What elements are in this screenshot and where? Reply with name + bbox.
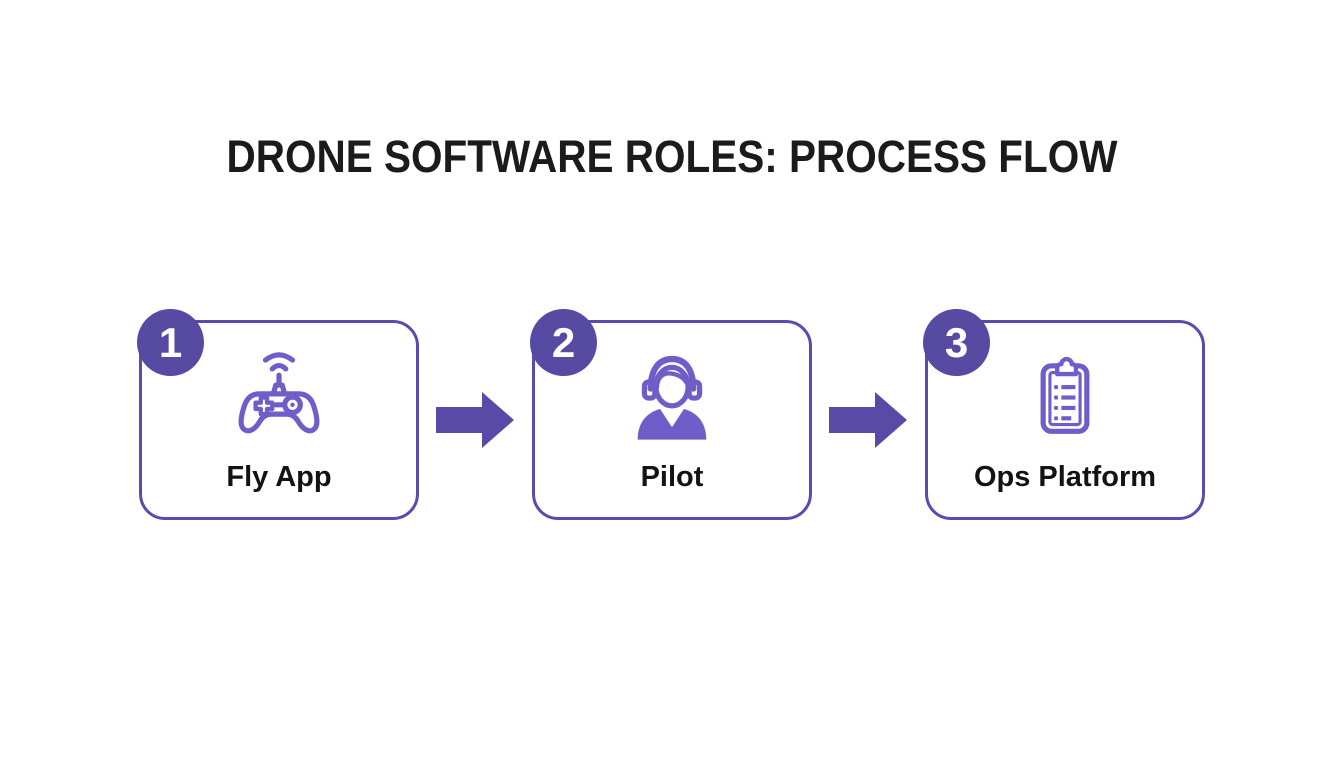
flow-arrow-icon — [812, 320, 925, 520]
step-1-number-badge: 1 — [137, 309, 204, 376]
step-number: 3 — [944, 318, 969, 366]
step-2-number-badge: 2 — [530, 309, 597, 376]
flow-arrow-icon — [419, 320, 532, 520]
step-3-number-badge: 3 — [923, 309, 990, 376]
step-number: 2 — [551, 318, 576, 366]
step-label: Ops Platform — [973, 461, 1157, 493]
page-title: DRONE SOFTWARE ROLES: PROCESS FLOW — [226, 131, 1118, 182]
pilot-headset-icon — [617, 343, 727, 451]
flow-row: 1 Fly App — [137, 309, 1205, 520]
step-label: Pilot — [640, 461, 704, 493]
game-controller-icon — [224, 343, 334, 451]
clipboard-checklist-icon — [1010, 343, 1120, 451]
step-card-pilot: 2 Pilot — [530, 309, 812, 520]
step-number: 1 — [158, 318, 183, 366]
step-card-fly-app: 1 Fly App — [137, 309, 419, 520]
step-label: Fly App — [226, 461, 332, 493]
step-card-ops-platform: 3 — [923, 309, 1205, 520]
